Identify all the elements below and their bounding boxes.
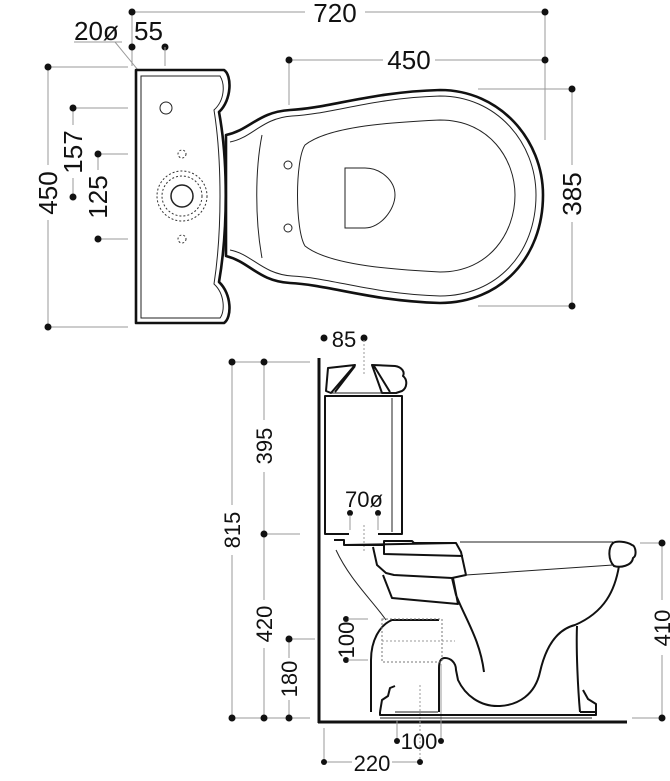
dim-label-70-diameter: 70ø bbox=[345, 487, 383, 512]
tank-body bbox=[324, 395, 403, 535]
pedestal-front bbox=[575, 625, 581, 713]
tank-lid bbox=[325, 364, 356, 394]
dim-label-100-horizontal: 100 bbox=[401, 729, 438, 754]
dim-label-450-vertical: 450 bbox=[33, 171, 63, 214]
dim-tank-depth: 85 bbox=[320, 327, 368, 375]
fixing-hole bbox=[177, 234, 187, 244]
dim-outlet-height: 180 bbox=[277, 635, 315, 722]
bowl-basin bbox=[297, 119, 516, 273]
seat-hinge-hole bbox=[283, 160, 293, 170]
flush-valve bbox=[170, 184, 194, 208]
dim-label-125: 125 bbox=[83, 175, 113, 218]
dim-tank-height: 395 420 bbox=[252, 358, 300, 722]
pedestal-foot bbox=[379, 685, 597, 716]
flush-valve-middle bbox=[161, 175, 203, 217]
dim-inlet-diameter: 70ø bbox=[345, 487, 383, 552]
dim-tank-width: 450 bbox=[33, 63, 128, 331]
dim-label-450-horizontal: 450 bbox=[387, 45, 430, 75]
dim-label-385: 385 bbox=[557, 172, 587, 215]
bowl-front-and-trap bbox=[438, 565, 620, 712]
dim-label-157: 157 bbox=[58, 130, 88, 173]
bowl-outline-top bbox=[224, 88, 545, 305]
tank-outline-top bbox=[134, 68, 231, 325]
dim-label-180: 180 bbox=[277, 661, 302, 698]
dim-label-395: 395 bbox=[252, 428, 277, 465]
seat-outline bbox=[256, 134, 263, 259]
trap-outlet bbox=[370, 619, 439, 712]
dim-bowl-length: 450 bbox=[285, 45, 549, 105]
dim-hole-offset: 20ø 55 bbox=[74, 16, 169, 104]
dim-bowl-height: 410 bbox=[632, 539, 670, 722]
dim-label-420: 420 bbox=[252, 606, 277, 643]
side-view: 85 815 395 420 180 bbox=[220, 327, 670, 776]
dim-label-220: 220 bbox=[354, 751, 391, 776]
bowl-rim bbox=[608, 540, 637, 568]
dim-label-815: 815 bbox=[220, 512, 245, 549]
fixing-hole bbox=[177, 149, 187, 159]
bowl-outlet bbox=[344, 167, 396, 229]
dim-label-100-vertical: 100 bbox=[334, 622, 359, 659]
dim-outlet-from-wall: 220 bbox=[321, 685, 423, 776]
dim-hole-spacing-157: 157 bbox=[58, 104, 128, 201]
dim-total-height: 815 bbox=[220, 358, 310, 722]
tank-lid-right bbox=[371, 364, 408, 394]
tank-inner-outline bbox=[140, 75, 224, 319]
dim-label-55: 55 bbox=[134, 16, 163, 46]
bowl-inner-rim bbox=[229, 95, 537, 297]
top-view: 720 20ø 55 450 157 bbox=[33, 0, 587, 331]
dim-outlet-size: 100 bbox=[334, 616, 368, 663]
dim-hole-spacing-125: 125 bbox=[83, 150, 128, 243]
dim-bowl-width: 385 bbox=[478, 85, 587, 310]
dim-label-hole-diameter: 20ø bbox=[74, 16, 119, 46]
seat-hinge-hole bbox=[283, 223, 293, 233]
tap-hole bbox=[159, 101, 173, 115]
dim-label-85: 85 bbox=[332, 327, 356, 352]
flush-valve-outer bbox=[156, 170, 208, 222]
dim-outlet-width: 100 bbox=[394, 664, 444, 754]
seat-side bbox=[383, 545, 464, 557]
dim-label-410: 410 bbox=[650, 610, 670, 647]
flush-pipe-hidden bbox=[335, 549, 387, 621]
dim-label-720: 720 bbox=[313, 0, 356, 28]
dim-overall-length: 720 bbox=[128, 0, 549, 140]
